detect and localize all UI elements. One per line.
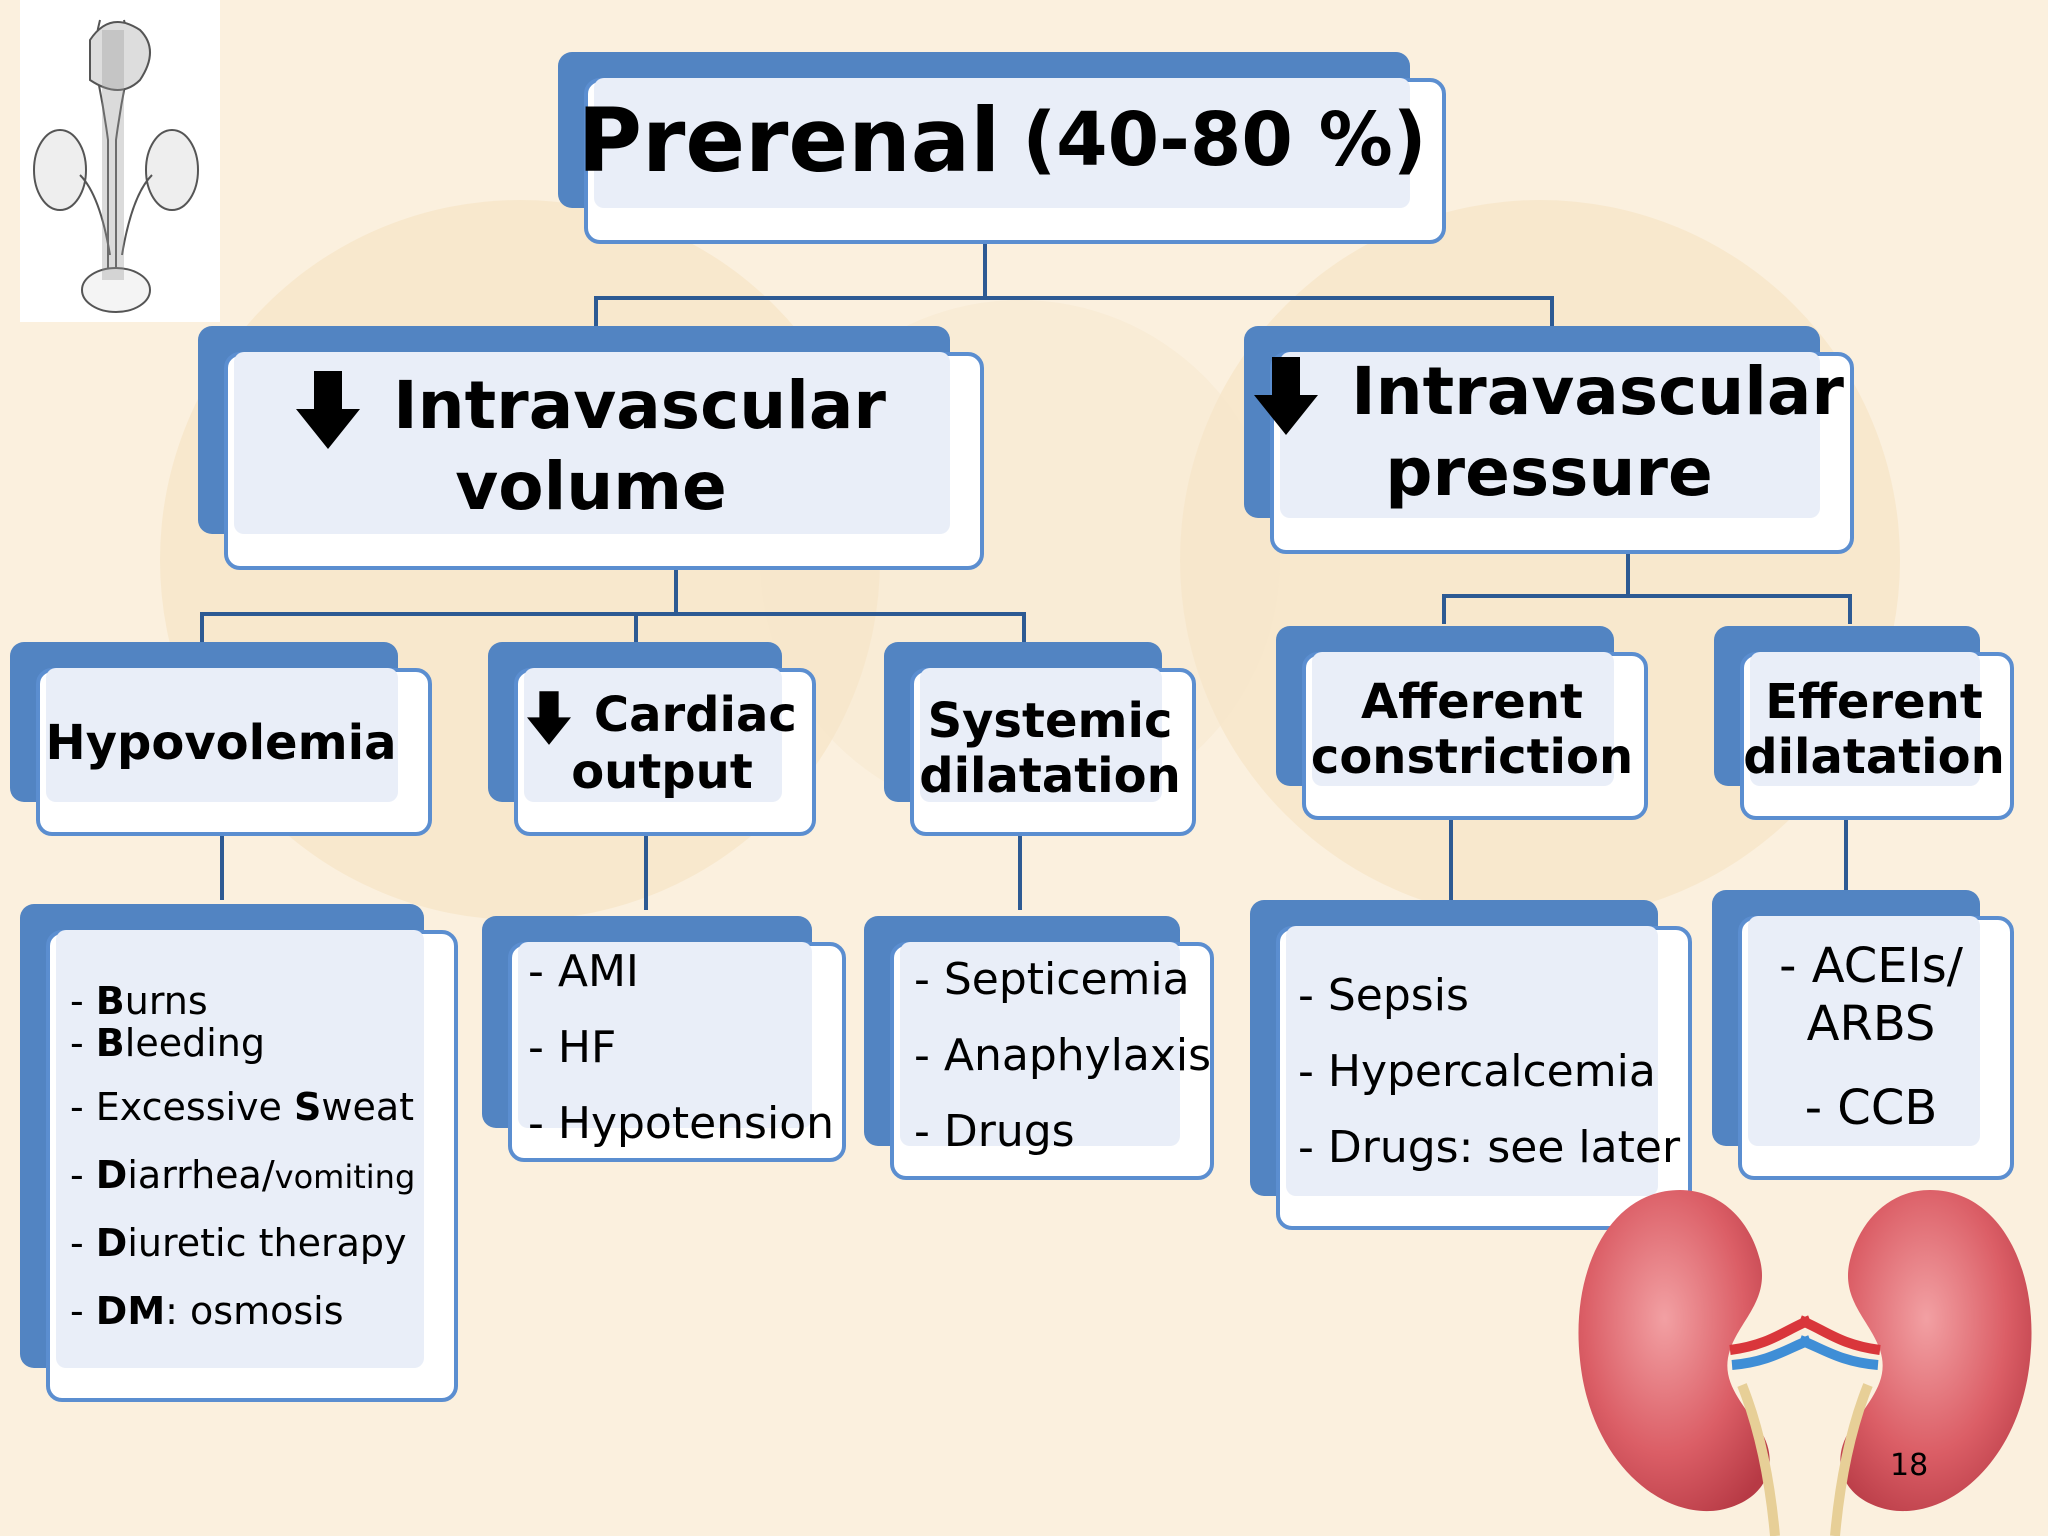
hypovolemia-node: Hypovolemia (10, 642, 432, 836)
cardiac-line2: output (571, 743, 753, 800)
efferent-dilatation-node: Efferent dilatation (1714, 626, 2014, 820)
systemic-item: - Anaphylaxis (914, 1030, 1212, 1081)
page-number: 18 (1890, 1448, 1929, 1483)
afferent-line2: constriction (1310, 729, 1634, 785)
efferent-line2: dilatation (1743, 729, 2005, 785)
efferent-line1: Efferent (1765, 673, 1983, 730)
afferent-causes-box: - Sepsis - Hypercalcemia - Drugs: see la… (1250, 900, 1692, 1230)
afferent-constriction-node: Afferent constriction (1276, 626, 1648, 820)
systemic-causes-box: - Septicemia - Anaphylaxis - Drugs (864, 916, 1214, 1180)
afferent-item: - Hypercalcemia (1298, 1046, 1656, 1097)
down-arrow-icon (296, 370, 361, 449)
cardiac-line1: Cardiac (593, 686, 797, 743)
level1-left-line1: Intravascular (393, 366, 886, 444)
root-percent: (40-80 %) (1022, 97, 1427, 184)
systemic-dilatation-node: Systemic dilatation (884, 642, 1196, 836)
hypovolemia-causes-box: - Burns - Bleeding - Excessive Sweat - D… (20, 904, 458, 1402)
afferent-line1: Afferent (1361, 673, 1583, 730)
urinary-system-illustration (20, 0, 220, 322)
hypovolemia-item: - Burns (70, 979, 208, 1023)
down-arrow-icon (527, 691, 572, 745)
hypovolemia-item: - Diarrhea/vomiting (70, 1153, 416, 1197)
afferent-item: - Sepsis (1298, 970, 1469, 1021)
kidneys-illustration (1578, 1190, 2032, 1536)
efferent-item: ARBS (1806, 996, 1936, 1052)
cardiac-causes-box: - AMI - HF - Hypotension (482, 916, 846, 1162)
systemic-line1: Systemic (927, 692, 1173, 749)
root-title: Prerenal (577, 89, 1001, 193)
root-node: Prerenal (40-80 %) (558, 52, 1446, 244)
hypovolemia-item: - Excessive Sweat (70, 1085, 415, 1129)
hypovolemia-item: - Diuretic therapy (70, 1221, 407, 1265)
cardiac-item: - Hypotension (528, 1098, 835, 1149)
hypovolemia-item: - DM: osmosis (70, 1289, 344, 1333)
systemic-item: - Drugs (914, 1106, 1075, 1157)
hypovolemia-item: - Bleeding (70, 1021, 265, 1065)
afferent-item: - Drugs: see later (1298, 1122, 1681, 1173)
systemic-line2: dilatation (919, 748, 1181, 804)
cardiac-item: - HF (528, 1022, 617, 1073)
cardiac-output-node: Cardiac output (488, 642, 816, 836)
level1-left-line2: volume (455, 447, 727, 525)
level1-right-line2: pressure (1385, 433, 1713, 511)
efferent-item: - CCB (1804, 1080, 1938, 1136)
cardiac-item: - AMI (528, 946, 639, 997)
intravascular-pressure-node: Intravascular pressure (1244, 326, 1854, 554)
level1-right-line1: Intravascular (1351, 352, 1844, 430)
hypovolemia-label: Hypovolemia (45, 715, 397, 772)
efferent-item: - ACEIs/ (1779, 938, 1963, 994)
down-arrow-icon (1254, 356, 1319, 435)
systemic-item: - Septicemia (914, 954, 1190, 1005)
efferent-causes-box: - ACEIs/ ARBS - CCB (1712, 890, 2014, 1180)
intravascular-volume-node: Intravascular volume (198, 326, 984, 570)
